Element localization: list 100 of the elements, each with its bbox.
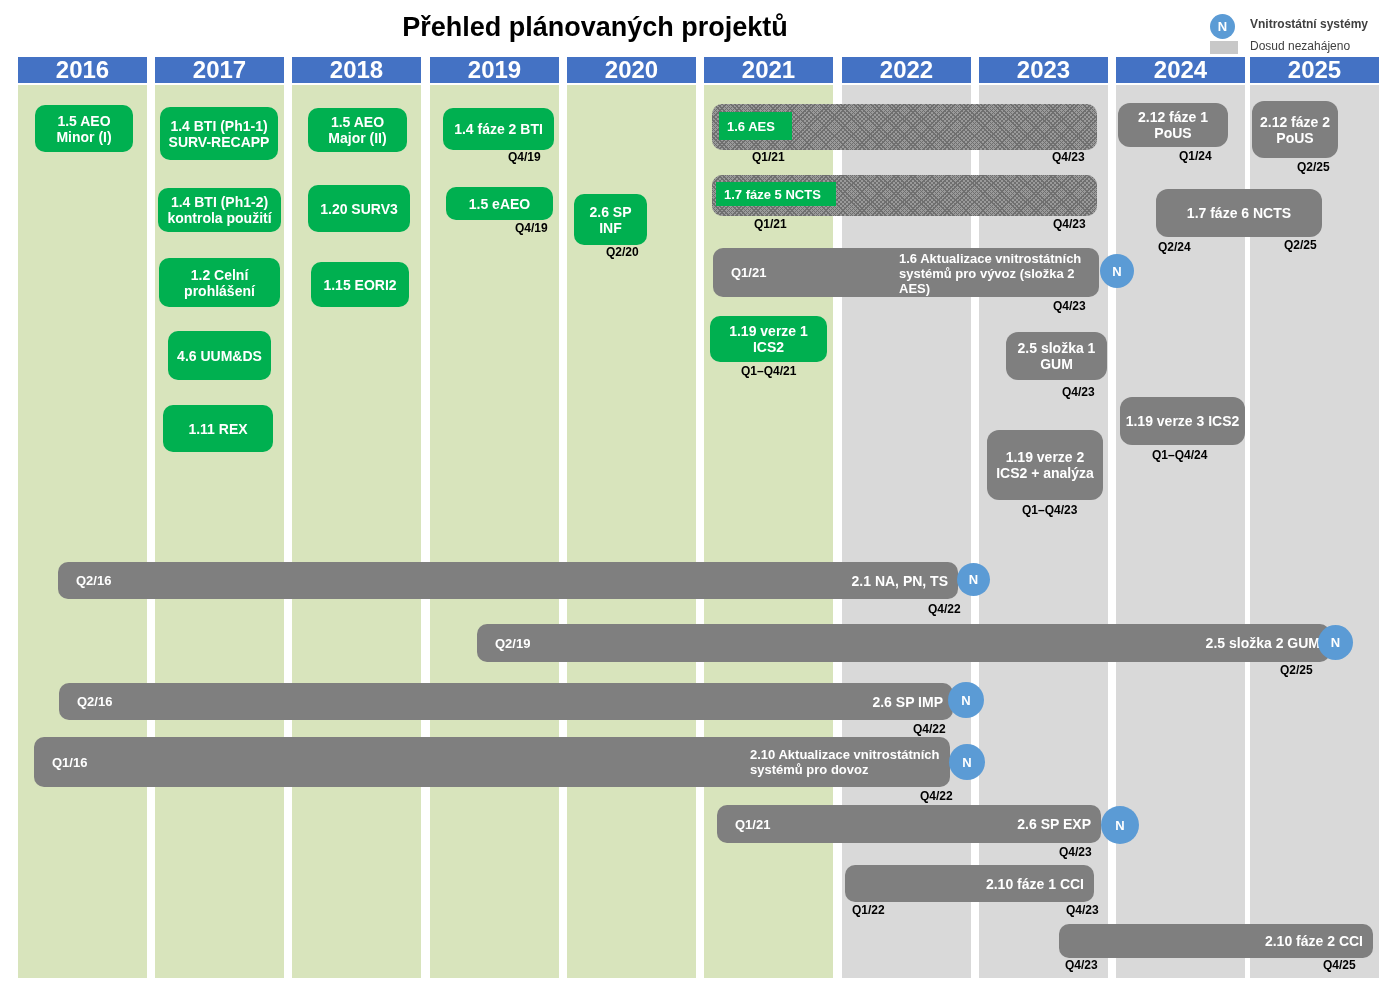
task-box — [168, 331, 271, 380]
task-box — [308, 108, 407, 152]
end-date: Q2/20 — [606, 245, 639, 259]
chart-title: Přehled plánovaných projektů — [401, 12, 789, 44]
end-date: Q1/22 — [852, 903, 885, 917]
year-header — [567, 57, 696, 83]
start-date: Q1/21 — [731, 264, 767, 282]
task-box — [716, 182, 836, 206]
end-date: Q1/21 — [754, 217, 787, 231]
task-box — [308, 185, 410, 232]
task-label: 1.19 verze 3 ICS2 — [1125, 413, 1240, 429]
task-label: 1.7 fáze 5 NCTS — [724, 186, 821, 202]
year-label: 2024 — [1153, 56, 1208, 84]
year-label: 2023 — [1016, 56, 1071, 84]
start-date: Q2/16 — [76, 572, 112, 590]
task-label: 2.12 fáze 2 PoUS — [1258, 113, 1332, 146]
end-date: Q2/25 — [1297, 160, 1330, 174]
year-label: 2025 — [1287, 56, 1342, 84]
year-label: 2018 — [329, 56, 384, 84]
end-date: Q4/25 — [1323, 958, 1356, 972]
end-date: Q4/22 — [913, 722, 946, 736]
task-label: 1.19 verze 1 ICS2 — [728, 323, 809, 355]
end-date: Q4/23 — [1066, 903, 1099, 917]
year-label: 2020 — [604, 56, 659, 84]
year-label: 2019 — [467, 56, 522, 84]
year-header — [979, 57, 1108, 83]
task-box — [311, 262, 409, 307]
task-label: 2.6 SP IMP — [872, 694, 943, 709]
marker-letter: N — [961, 692, 971, 708]
year-header — [18, 57, 147, 83]
task-label: 1.5 AEO Major (II) — [327, 114, 388, 146]
task-label: 2.10 fáze 1 CCI — [985, 876, 1084, 891]
end-date: Q4/23 — [1052, 150, 1085, 164]
year-header — [842, 57, 971, 83]
year-header — [1250, 57, 1379, 83]
year-header — [430, 57, 559, 83]
task-label: 1.4 BTI (Ph1-2) kontrola použití — [166, 194, 273, 226]
end-date: Q4/23 — [1065, 958, 1098, 972]
year-label: 2022 — [879, 56, 934, 84]
task-label: 1.5 eAEO — [468, 195, 531, 212]
year-label: 2017 — [192, 56, 247, 84]
task-label: 1.6 Aktualizace vnitrostátních systémů pro vývoz (složka 2 AES) — [899, 250, 1083, 295]
legend-label: Vnitrostátní systémy — [1250, 17, 1369, 31]
end-date: Q4/19 — [508, 150, 541, 164]
year-header — [292, 57, 421, 83]
end-date: Q4/22 — [920, 789, 953, 803]
end-date: Q1/24 — [1179, 149, 1212, 163]
task-label: 2.5 složka 2 GUM — [1205, 635, 1320, 651]
task-label: 2.5 složka 1 GUM — [1016, 340, 1097, 372]
task-label: 2.10 Aktualizace vnitrostátních systémů pro dovoz — [750, 747, 940, 777]
task-label: 2.1 NA, PN, TS — [851, 573, 948, 588]
marker-letter: N — [968, 572, 979, 587]
end-date: Q2/24 — [1158, 240, 1191, 254]
task-label: 1.7 fáze 6 NCTS — [1186, 205, 1292, 221]
start-date: Q2/16 — [77, 693, 113, 711]
end-date: Q4/23 — [1053, 299, 1086, 313]
end-date: Q1/21 — [752, 150, 785, 164]
task-box — [35, 105, 133, 152]
start-date: Q1/21 — [735, 815, 771, 834]
year-label: 2016 — [55, 56, 110, 84]
end-date: Q4/19 — [515, 221, 548, 235]
end-date: Q4/23 — [1062, 385, 1095, 399]
year-header — [704, 57, 833, 83]
task-label: 2.6 SP INF — [588, 203, 633, 236]
year-label: 2021 — [741, 56, 796, 84]
end-date: Q1–Q4/24 — [1152, 448, 1208, 462]
task-box — [158, 188, 281, 232]
task-label: 2.10 fáze 2 CCI — [1264, 933, 1363, 949]
task-label: 1.19 verze 2 ICS2 + analýza — [995, 449, 1095, 481]
end-date: Q4/22 — [928, 602, 961, 616]
task-label: 1.4 fáze 2 BTI — [454, 121, 543, 137]
task-label: 2.12 fáze 1 PoUS — [1136, 109, 1210, 141]
task-label: 1.15 EORI2 — [323, 276, 397, 293]
task-label: 1.2 Celní prohlášení — [183, 266, 256, 299]
end-date: Q1–Q4/23 — [1022, 503, 1078, 517]
year-header — [155, 57, 284, 83]
end-date: Q2/25 — [1280, 663, 1313, 677]
task-box — [163, 405, 273, 452]
legend-label: Dosud nezahájeno — [1250, 39, 1351, 53]
start-date: Q1/16 — [52, 753, 88, 772]
end-date: Q4/23 — [1059, 845, 1092, 859]
task-label: 1.11 REX — [188, 420, 248, 437]
end-date: Q2/25 — [1284, 238, 1317, 252]
start-date: Q2/19 — [495, 634, 531, 653]
task-label: 4.6 UUM&DS — [177, 347, 262, 364]
end-date: Q4/23 — [1053, 217, 1086, 231]
marker-letter: N — [962, 754, 972, 770]
task-label: 2.6 SP EXP — [1017, 816, 1091, 832]
task-label: 1.6 AES — [727, 118, 775, 134]
task-box — [160, 107, 278, 160]
marker-letter: N — [1330, 635, 1341, 650]
task-label: 1.5 AEO Minor (I) — [55, 112, 113, 145]
marker-letter: N — [1217, 19, 1228, 34]
task-box — [159, 258, 280, 307]
end-date: Q1–Q4/21 — [741, 364, 797, 378]
task-label: 1.20 SURV3 — [320, 200, 398, 217]
marker-letter: N — [1115, 817, 1125, 833]
task-label: 1.4 BTI (Ph1-1) SURV-RECAPP — [167, 117, 271, 150]
marker-letter: N — [1112, 263, 1122, 279]
year-header — [1116, 57, 1245, 83]
